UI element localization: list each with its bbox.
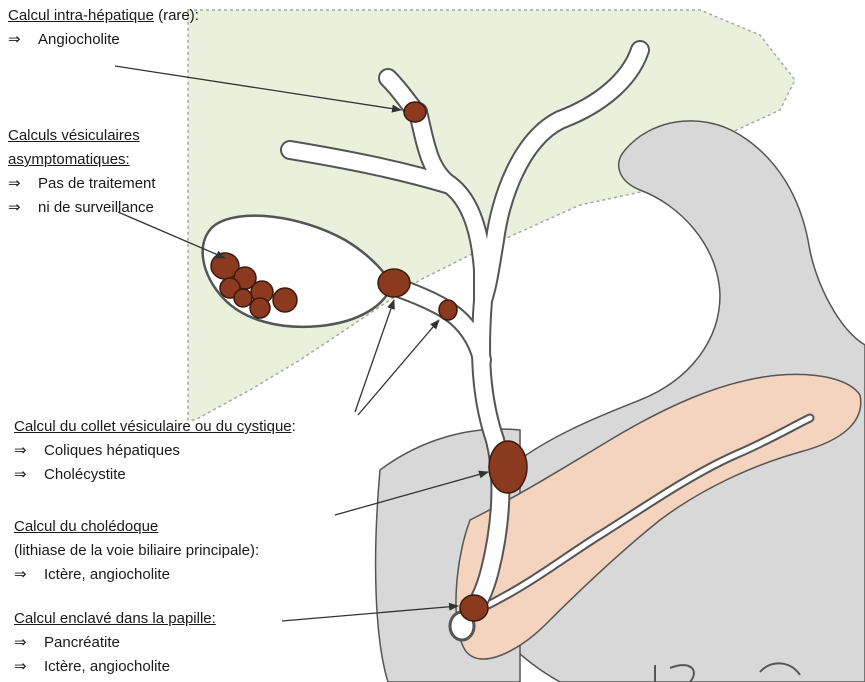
label-choledoque-title: Calcul du cholédoque [14,515,259,539]
consequence-coliques: Coliques hépatiques [44,442,180,459]
label-intrahepatic-suffix: (rare): [154,7,199,24]
stone-gallbladder-5 [273,288,297,312]
label-choledoque: Calcul du cholédoque (lithiase de la voi… [14,515,259,587]
implies-arrow-icon: ⇒ [14,631,44,655]
stone-collet [378,269,410,297]
consequence-ictere-2: Ictère, angiocholite [44,658,170,675]
label-collet-suffix: : [292,418,296,435]
label-papille: Calcul enclavé dans la papille: ⇒Pancréa… [14,607,216,679]
stone-intrahepatic [404,102,426,122]
label-intrahepatic-title: Calcul intra-hépatique [8,7,154,24]
label-collet-title: Calcul du collet vésiculaire ou du cysti… [14,418,292,435]
stone-gallbladder-7 [234,289,252,307]
consequence-no-surveillance: ni de surveillance [38,199,154,216]
consequence-pancreatite: Pancréatite [44,634,120,651]
implies-arrow-icon: ⇒ [14,463,44,487]
consequence-no-treatment: Pas de traitement [38,175,156,192]
stone-cystic [439,300,457,320]
label-papille-title: Calcul enclavé dans la papille: [14,607,216,631]
stone-papilla [460,595,488,621]
stone-choledoque [489,441,527,493]
implies-arrow-icon: ⇒ [14,439,44,463]
implies-arrow-icon: ⇒ [14,563,44,587]
label-intrahepatic: Calcul intra-hépatique (rare): ⇒Angiocho… [8,4,199,52]
label-vesicular: Calculs vésiculaires asymptomatiques: ⇒P… [8,124,156,220]
implies-arrow-icon: ⇒ [8,28,38,52]
label-collet: Calcul du collet vésiculaire ou du cysti… [14,415,296,487]
consequence-angiocholite: Angiocholite [38,31,120,48]
implies-arrow-icon: ⇒ [14,655,44,679]
consequence-cholecystite: Cholécystite [44,466,126,483]
implies-arrow-icon: ⇒ [8,172,38,196]
label-vesicular-title-2: asymptomatiques: [8,148,156,172]
label-choledoque-subtitle: (lithiase de la voie biliaire principale… [14,539,259,563]
stone-gallbladder-6 [250,298,270,318]
implies-arrow-icon: ⇒ [8,196,38,220]
label-vesicular-title-1: Calculs vésiculaires [8,124,156,148]
consequence-ictere-1: Ictère, angiocholite [44,566,170,583]
